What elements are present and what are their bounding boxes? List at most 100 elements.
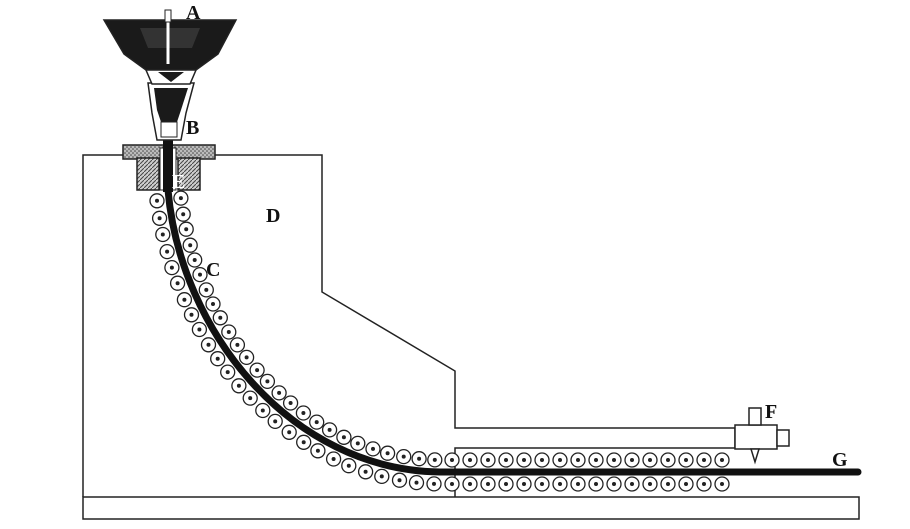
label-c: C xyxy=(206,259,220,281)
roller-axle xyxy=(702,482,706,486)
roller-axle xyxy=(371,446,375,451)
roller-axle xyxy=(702,458,706,462)
roller-axle xyxy=(379,474,384,479)
roller-axle xyxy=(182,297,187,302)
roller-axle xyxy=(265,379,270,384)
roller-axle xyxy=(197,327,202,332)
roller-axle xyxy=(178,196,183,201)
roller-axle xyxy=(594,482,598,486)
nozzle-tip xyxy=(160,121,178,138)
roller-axle xyxy=(612,482,616,486)
roller-axle xyxy=(192,258,197,262)
stopper-top xyxy=(164,9,172,23)
roller-axle xyxy=(211,302,215,306)
roller-axle xyxy=(204,287,209,292)
mold-strand xyxy=(163,140,173,192)
label-g: G xyxy=(832,449,848,471)
roller-axle xyxy=(540,482,544,486)
roller-axle xyxy=(184,227,189,232)
roller-axle xyxy=(206,342,211,347)
roller-axle xyxy=(450,458,454,462)
roller-axle xyxy=(363,469,368,474)
roller-axle xyxy=(648,458,652,462)
roller-axle xyxy=(504,482,508,486)
roller-axle xyxy=(255,368,260,373)
roller-axle xyxy=(612,458,616,462)
label-a: A xyxy=(186,2,201,24)
roller-axle xyxy=(301,411,306,415)
roller-axle xyxy=(594,458,598,462)
roller-axle xyxy=(355,441,360,446)
roller-axle xyxy=(576,458,580,462)
roller-axle xyxy=(327,427,332,432)
roller-axle xyxy=(432,457,437,462)
roller-axle xyxy=(248,396,253,401)
roller-axle xyxy=(189,312,194,317)
roller-axle xyxy=(558,482,562,486)
roller-axle xyxy=(522,482,526,486)
roller-axle xyxy=(165,249,170,254)
frame-outline xyxy=(82,154,736,497)
roller-axle xyxy=(486,458,490,462)
roller-axle xyxy=(346,463,351,468)
roller-axle xyxy=(397,478,402,483)
roller-axle xyxy=(226,330,231,334)
roller-axle xyxy=(648,482,652,486)
roller-axle xyxy=(198,272,202,277)
roller-axle xyxy=(277,390,282,395)
roller-axle xyxy=(273,419,278,424)
roller-axle xyxy=(301,440,306,445)
strand-curve xyxy=(164,146,862,476)
nozzle-fill xyxy=(154,88,188,122)
roller-axle xyxy=(244,355,249,360)
roller-axle xyxy=(287,430,292,435)
roller-axle xyxy=(314,420,319,425)
roller-axle xyxy=(331,457,336,461)
roller-axle xyxy=(630,482,634,486)
roller-axle xyxy=(236,383,241,388)
roller-axle xyxy=(522,458,526,462)
roller-axle xyxy=(288,401,293,405)
roller-axle xyxy=(401,454,406,459)
roller-axle xyxy=(684,482,688,486)
roller-axle xyxy=(414,480,419,485)
label-d: D xyxy=(266,205,280,227)
roller-axle xyxy=(218,315,223,320)
label-f: F xyxy=(765,401,777,423)
base-plate xyxy=(82,496,860,520)
mold-body-right xyxy=(177,157,201,191)
funnel-inner-triangle xyxy=(158,72,184,82)
roller-axle xyxy=(468,458,472,462)
roller-axle xyxy=(432,481,436,486)
roller-axle xyxy=(160,232,165,237)
roller-axle xyxy=(385,451,390,456)
roller-axle xyxy=(468,482,472,486)
roller-axle xyxy=(576,482,580,486)
roller-group xyxy=(149,190,730,492)
roller-axle xyxy=(341,435,346,440)
label-b: B xyxy=(186,117,199,139)
roller-axle xyxy=(260,408,265,413)
roller-axle xyxy=(486,482,490,486)
cutter-top xyxy=(748,407,762,426)
roller-axle xyxy=(666,482,670,486)
roller-axle xyxy=(630,458,634,462)
roller-axle xyxy=(235,342,240,347)
roller-axle xyxy=(157,216,162,221)
roller-axle xyxy=(720,458,724,462)
roller-axle xyxy=(558,458,562,462)
roller-axle xyxy=(540,458,544,462)
funnel-inner xyxy=(140,28,200,48)
roller-axle xyxy=(215,356,220,361)
cutter-body xyxy=(734,424,778,450)
roller-axle xyxy=(169,265,174,270)
roller-axle xyxy=(504,458,508,462)
roller-axle xyxy=(666,458,670,462)
roller-axle xyxy=(188,243,193,248)
roller-axle xyxy=(181,212,186,217)
roller-axle xyxy=(417,456,422,461)
roller-axle xyxy=(720,482,724,486)
roller-axle xyxy=(175,281,180,286)
